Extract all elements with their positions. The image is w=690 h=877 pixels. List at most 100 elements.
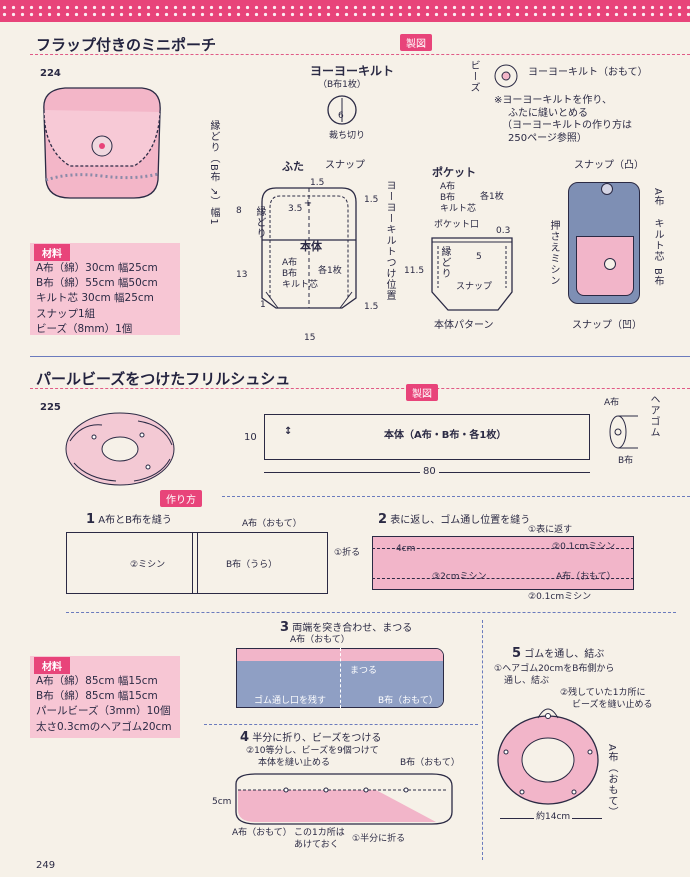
pattern-label: 本体パターン [434,320,494,331]
dim-1: 1 [260,300,266,310]
dim-8: 8 [236,206,242,216]
step3-title: 3 両端を突き合わせ、まつる [280,620,412,636]
pocket-dim-5: 5 [476,252,482,262]
step5-title: 5 ゴムを通し、結ぶ [512,646,604,662]
step5-text: ゴムを通し、結ぶ [524,649,605,660]
step4-5cm: 5cm [212,797,232,807]
step4-b-label: B布（おもて） [400,758,460,768]
material-item: A布（綿）30cm 幅25cm [36,262,158,274]
material-item: ビーズ（8mm）1個 [36,322,133,335]
strip-dim-10: 10 [244,432,257,443]
photo-stitch: 押さえミシン [548,220,559,286]
pocket-dim-0-3: 0.3 [496,226,511,236]
step2-text: 表に返し、ゴム通し位置を縫う [390,515,531,526]
section2-title: パールビーズをつけたフリルシュシュ [36,370,291,388]
body-part: A布 [282,258,298,268]
snap-convex-label: スナップ（凸） [574,160,644,171]
pocket-snap: スナップ [456,282,493,292]
pocket-title: ポケット [432,166,476,179]
tube-end-icon [609,415,638,449]
materials-label-2: 材料 [34,657,70,674]
yoyo-sub: （B布1枚） [318,80,366,90]
material-item: 太さ0.3cmのヘアゴム20cm [36,720,172,733]
step5-ring [497,708,599,805]
step5-number: 5 [512,646,522,661]
materials-list-1: A布（綿）30cm 幅25cm B布（綿）55cm 幅50cm キルト芯 30c… [36,261,186,337]
page-number: 249 [36,860,56,871]
dim-15: 15 [304,333,316,343]
dim-1-5a: 1.5 [310,178,325,188]
yoyo-cut: 裁ち切り [329,131,366,141]
step5-width: 約14cm [534,812,573,823]
dim-13: 13 [236,270,248,280]
snap-convex-icon [601,183,613,195]
pocket-dim-11-5: 11.5 [404,266,425,276]
section2-tag: 製図 [406,384,438,401]
step2-flip: ①表に返す [528,525,573,535]
section1-tag: 製図 [400,34,432,51]
section1-title: フラップ付きのミニポーチ [36,36,217,54]
yoyo-title: ヨーヨーキルト [310,64,395,78]
scrunchie-illustration [65,412,175,486]
pocket-pattern [431,237,513,311]
photo-a-fabric: A布 [652,188,663,207]
step5-sew2: ビーズを縫い止める [572,700,653,710]
step2-m01b: ②0.1cmミシン [528,592,592,602]
step2-number: 2 [378,512,388,527]
beads-label: ビーズ [468,60,479,93]
step2-line-b [372,578,634,579]
step2-title: 2 表に返し、ゴム通し位置を縫う [378,512,530,528]
material-item: B布（綿）55cm 幅50cm [36,277,158,290]
body-part: B布 [282,268,298,279]
step3-join-line [340,648,341,708]
step1-title: 1 A布とB布を縫う [86,512,172,528]
top-band-dots [0,4,690,18]
step4-open2: あけておく [294,840,339,850]
note-line: 250ページ参照） [508,132,587,144]
strip-a-label: A布 [604,398,620,408]
material-item: キルト芯 30cm 幅25cm [36,292,154,305]
step4-beads: ②10等分し、ビーズを9個つけて [246,746,379,756]
materials-list-2: A布（綿）85cm 幅15cm B布（綿）85cm 幅15cm パールビーズ（3… [36,674,186,735]
step4-beads2: 本体を縫い止める [258,758,331,768]
yoyo-position: ヨーヨーキルトつけ位置 [384,180,395,301]
material-item: A布（綿）85cm 幅15cm [36,675,158,687]
pouch-illustration [43,87,161,199]
photo-quilt: キルト芯 [652,218,663,262]
step4-fold: ①半分に折る [352,834,406,844]
step4-number: 4 [240,730,250,745]
pocket-opening: ポケット口 [434,220,480,230]
yoyo-circle [327,95,357,125]
up-down-arrow-icon: ↕ [284,426,293,437]
flap-label: ふた [282,160,304,173]
section2-underline [30,388,690,389]
step3-text: 両端を突き合わせ、まつる [292,623,413,634]
body-pattern: + [261,187,357,309]
body-part: キルト芯 [282,279,319,290]
note-line: ふたに縫いとめる [508,107,588,119]
step1-number: 1 [86,512,96,527]
step3-number: 3 [280,620,290,635]
step-separator-v [482,620,483,860]
body-label: 本体 [300,240,322,253]
step2-m01a: ②0.1cmミシン [552,542,616,552]
material-item: B布（綿）85cm 幅15cm [36,690,158,703]
step3-gap: ゴム通し口を残す [254,696,327,706]
step1-a-label: A布（おもて） [242,519,302,529]
step1-b-label: B布（うら） [226,560,278,570]
step4-open: この1カ所は [294,828,345,838]
step2-4cm: 4cm [396,544,416,554]
body-parts: A布 B布 キルト芯 [282,258,318,290]
strip-label: 本体（A布・B布・各1枚） [384,430,507,441]
step3-b-label: B布（おもて） [378,696,438,706]
note-line: （ヨーヨーキルトの作り方は [502,120,632,131]
dim-1-5c: 1.5 [364,302,379,312]
section-separator [30,356,690,357]
howto-tag: 作り方 [160,490,202,507]
step4-text: 半分に折り、ビーズをつける [252,733,382,744]
step-separator-1 [66,612,676,613]
section1-underline [30,54,690,55]
binding-vertical: 縁どり（B布 ↗）幅1 [208,120,219,226]
photo-b-fabric: B布 [652,268,663,287]
binding-label: 縁どり [254,206,265,239]
